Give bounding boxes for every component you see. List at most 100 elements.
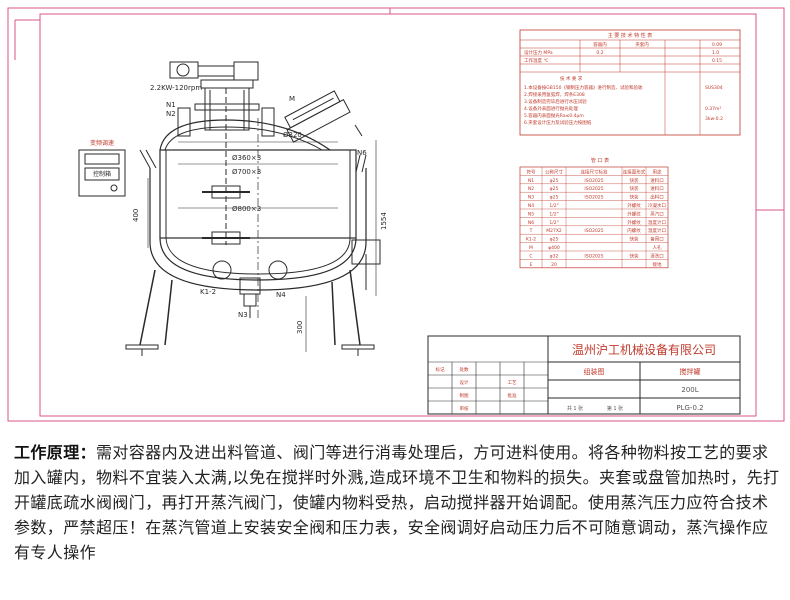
motor-fan-icon [176,63,190,77]
nozzle-table-cell: 出料口 [650,194,664,201]
nozzle-table-cell: ISO2025 [584,195,603,201]
control-box: 变频调速 控制箱 [78,139,126,197]
vessel-drawing [125,61,381,356]
spec-header: 夹套内 [635,41,649,48]
drawing-code: PLG-0.2 [676,404,703,412]
nozzle-table-header: 公称尺寸 [545,168,563,175]
spec-value: 3kw-0.2 [705,116,723,122]
nozzle-table-cell: 1/2" [549,211,558,217]
dim-h3: 300 [296,321,304,334]
dim-d3: Ø800×3 [232,205,261,213]
nozzle-table-header: 符号 [527,168,536,175]
dim-d2: Ø700×3 [232,168,261,176]
nozzle-table-cell: E [530,262,533,268]
nozzle-table-cell: ISO2025 [584,253,603,259]
nozzle-table-cell: φ32 [550,253,559,259]
nozzle-table-cell: 温度计口 [648,227,666,234]
nozzle-table-cell: 快装 [630,177,639,184]
nozzle-table-cell: ISO2025 [584,178,603,184]
spec-cell: 0.2 [596,50,603,56]
control-box-label: 控制箱 [93,170,111,178]
nozzle-table-cell: N1 [528,178,534,184]
nozzle-table-cell: 外螺纹 [627,202,641,209]
spec-value: 0.37m³ [705,106,721,112]
manhole-label: M [289,95,295,103]
nozzle-table-title: 管 口 表 [591,157,609,164]
title-block: 温州沪工机械设备有限公司 组装图 搅拌罐 200L PLG-0.2 共 1 张 … [427,335,741,415]
spec-header: 容器内 [593,41,607,48]
nozzle-table-cell: 冷凝水口 [648,202,666,209]
nozzle-table-cell: 快装 [630,236,639,243]
spec-note: 4.设备外表面进行抛光处理 [524,105,578,112]
motor-label: 2.2KW-120rpm [150,84,202,92]
nozzle-table-cell: M [529,245,533,251]
title-cell: 处数 [460,366,469,373]
nozzle-table-cell: C [529,253,532,259]
nozzle-table-cell: 外螺纹 [627,219,641,226]
description-heading: 工作原理： [14,443,97,462]
nozzle-table-cell: N2 [528,186,534,192]
nozzle-table-cell: 外螺纹 [627,210,641,217]
spec-notes-title: 技 术 要 求 [560,75,583,82]
title-cell: 标记 [436,366,445,373]
nozzle-table-header: 用途 [653,168,662,175]
nozzle-n1: N1 [166,101,176,109]
nozzle-n2: N2 [166,110,176,118]
nozzle-table-cell: 接地 [653,261,662,268]
nozzle-table-cell: N5 [528,211,534,217]
nozzle-n3: N3 [238,311,248,319]
spec-note: 6.夹套设计压力及试验压力按图纸 [524,119,592,126]
spec-cell: 设计压力 MPa [524,49,553,56]
spec-note: 1.本设备按GB150《钢制压力容器》进行制造、试验和验收 [524,84,643,91]
nozzle-table-cell: 1/2" [549,203,558,209]
drawing-name: 组装图 [584,367,605,376]
description-text: 需对容器内及进出料管道、阀门等进行消毒处理后，方可进料使用。将各种物料按工艺的要… [14,443,780,562]
nozzle-table-cell: 人孔 [653,244,662,251]
nozzle-table-cell: N4 [528,203,534,209]
nozzle-table-cell: 快装 [630,194,639,201]
capacity: 200L [681,386,698,394]
nozzle-table-cell: 清洗口 [650,252,664,259]
inner-frame [39,13,757,417]
spec-note: 2.焊接采用氩弧焊，焊条E308 [524,91,585,98]
description: 工作原理：需对容器内及进出料管道、阀门等进行消毒处理后，方可进料使用。将各种物料… [14,440,780,565]
product-name: 搅拌罐 [680,367,701,376]
spec-cell: 0.09 [712,42,722,48]
dim-h2: 1554 [380,212,388,230]
control-box-title: 变频调速 [90,139,114,147]
nozzle-table-cell: φ25 [550,195,559,201]
spec-cell: 1.0 [712,50,719,56]
nozzle-table-cell: φ25 [550,178,559,184]
dim-d1: Ø320 [283,131,302,139]
nozzle-table-cell: 备用口 [650,236,664,243]
nozzle-n4: N4 [276,291,286,299]
title-cell: 工艺 [508,380,517,386]
nozzle-table-cell: 快装 [630,185,639,192]
spec-value: SUS304 [705,85,723,91]
nozzle-table-cell: M27X2 [546,228,562,234]
nozzle-n6: N6 [357,149,367,157]
nozzle-table-cell: T [529,228,533,234]
nozzle-table-cell: 1/2" [549,220,558,226]
nozzle-table-cell: 20 [551,262,557,268]
title-cell: 制图 [460,392,469,399]
kettle-label: K1-2 [200,288,216,296]
nozzle-table-cell: φ400 [548,245,560,251]
outer-frame [7,7,785,422]
nozzle-table-cell: 温度计口 [648,219,666,226]
nozzle-table-cell: ISO2025 [584,186,603,192]
nozzle-table-cell: ISO2025 [584,228,603,234]
nozzle-table-header: 连接尺寸标准 [581,168,608,175]
spec-table: 主 要 技 术 特 性 表 容器内 夹套内 设计压力 MPa 0.2 0.09 … [519,29,741,136]
spec-cell: 工作温度 ℃ [524,57,548,64]
nozzle-table-cell: K1-2 [526,237,536,243]
nozzle-table-cell: 进料口 [650,177,664,184]
spec-note: 5.容器内表面抛光Ra≤0.4μm [524,112,584,119]
title-cell: 审核 [460,405,469,412]
sheet-number: 第 1 张 [607,405,623,412]
nozzle-table-cell: N6 [528,220,534,226]
nozzle-table-cell: 进料口 [650,185,664,192]
title-cell: 批准 [508,392,517,399]
sheet-total: 共 1 张 [567,405,583,412]
